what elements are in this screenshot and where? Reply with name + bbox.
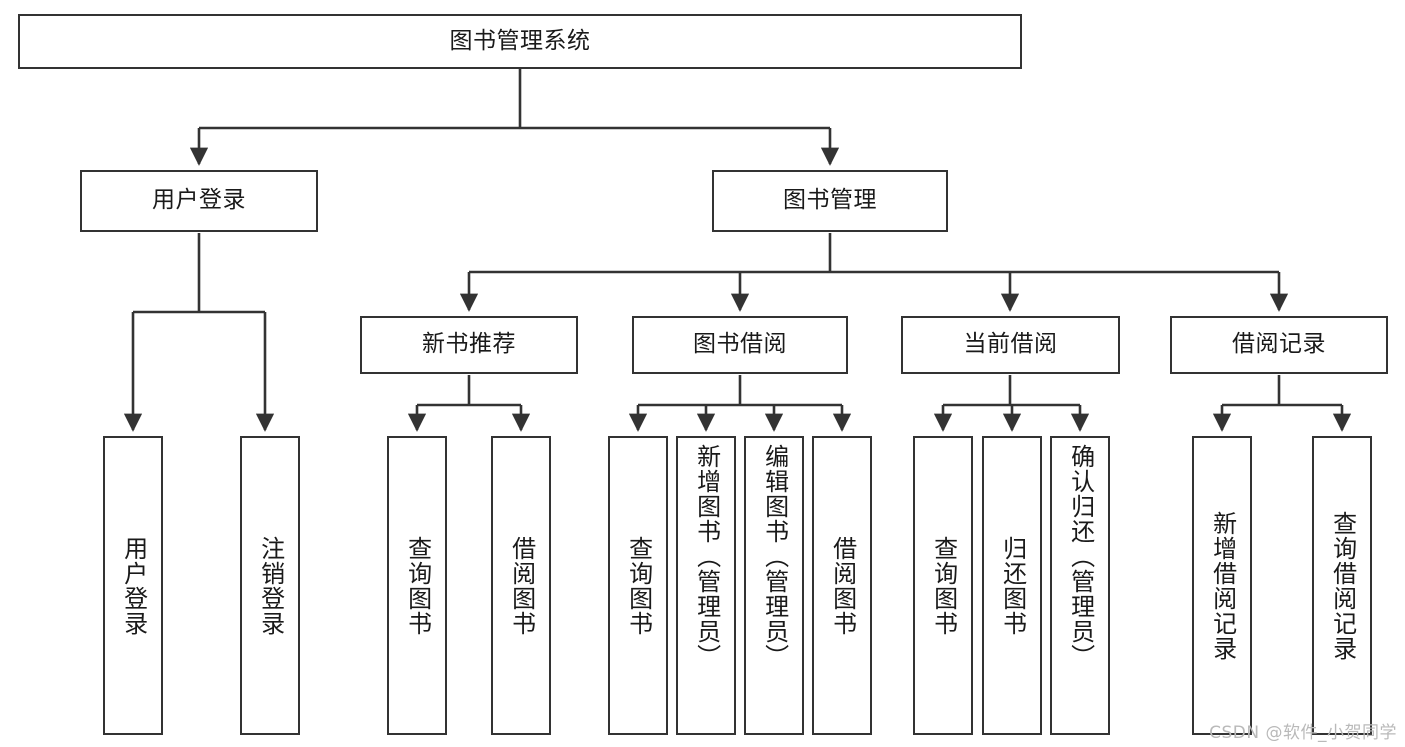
node-root-system-label: 图书管理系统 [449, 27, 591, 54]
node-leaf-borrow-book-2[interactable]: 借阅图书 [812, 436, 872, 735]
node-leaf-add-book[interactable]: 新增图书（管理员） [676, 436, 736, 735]
node-book-manage-label: 图书管理 [783, 187, 877, 214]
node-book-borrow-label: 图书借阅 [693, 331, 787, 358]
node-leaf-query-book-1[interactable]: 查询图书 [387, 436, 447, 735]
node-leaf-query-book-2-label: 查询图书 [624, 535, 653, 636]
node-leaf-confirm-return-label: 确认归还（管理员） [1066, 444, 1095, 669]
node-current-borrow-label: 当前借阅 [963, 331, 1058, 358]
node-leaf-borrow-book-1[interactable]: 借阅图书 [491, 436, 551, 735]
node-user-login-label: 用户登录 [152, 187, 246, 214]
node-leaf-query-book-1-label: 查询图书 [403, 535, 432, 636]
node-new-book-recommend[interactable]: 新书推荐 [360, 316, 578, 374]
node-leaf-add-borrow-record[interactable]: 新增借阅记录 [1192, 436, 1252, 735]
node-leaf-add-borrow-record-label: 新增借阅记录 [1208, 510, 1237, 661]
node-leaf-user-login[interactable]: 用户登录 [103, 436, 163, 735]
node-borrow-record[interactable]: 借阅记录 [1170, 316, 1388, 374]
node-current-borrow[interactable]: 当前借阅 [901, 316, 1120, 374]
node-leaf-return-book-label: 归还图书 [998, 535, 1027, 636]
node-leaf-query-book-2[interactable]: 查询图书 [608, 436, 668, 735]
node-leaf-edit-book-label: 编辑图书（管理员） [760, 444, 789, 669]
node-leaf-logout-login[interactable]: 注销登录 [240, 436, 300, 735]
node-user-login[interactable]: 用户登录 [80, 170, 318, 232]
node-leaf-user-login-label: 用户登录 [119, 535, 148, 636]
node-leaf-edit-book[interactable]: 编辑图书（管理员） [744, 436, 804, 735]
node-leaf-query-book-3-label: 查询图书 [929, 535, 958, 636]
node-leaf-logout-login-label: 注销登录 [256, 535, 285, 636]
node-leaf-query-book-3[interactable]: 查询图书 [913, 436, 973, 735]
node-leaf-borrow-book-2-label: 借阅图书 [828, 535, 857, 636]
node-leaf-return-book[interactable]: 归还图书 [982, 436, 1042, 735]
node-leaf-add-book-label: 新增图书（管理员） [692, 444, 721, 669]
node-root-system[interactable]: 图书管理系统 [18, 14, 1022, 69]
csdn-watermark: CSDN @软件_小贺同学 [1209, 723, 1397, 743]
node-borrow-record-label: 借阅记录 [1232, 331, 1326, 358]
node-new-book-recommend-label: 新书推荐 [422, 331, 516, 358]
node-leaf-confirm-return[interactable]: 确认归还（管理员） [1050, 436, 1110, 735]
node-leaf-borrow-book-1-label: 借阅图书 [507, 535, 536, 636]
node-book-manage[interactable]: 图书管理 [712, 170, 948, 232]
node-leaf-query-borrow-record[interactable]: 查询借阅记录 [1312, 436, 1372, 735]
node-leaf-query-borrow-record-label: 查询借阅记录 [1328, 510, 1357, 661]
node-book-borrow[interactable]: 图书借阅 [632, 316, 848, 374]
